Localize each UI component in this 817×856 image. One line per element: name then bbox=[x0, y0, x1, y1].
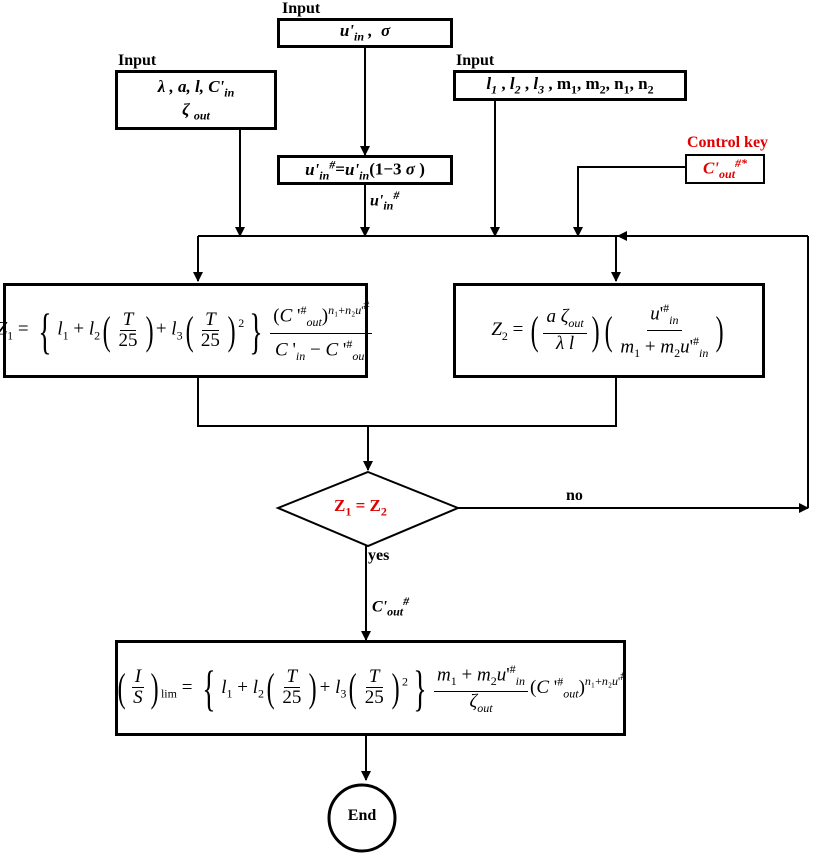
left-input-label: Input bbox=[118, 52, 157, 69]
yes-output-label: C'out# bbox=[372, 594, 410, 619]
decision-diamond bbox=[275, 470, 461, 548]
control-key-box: C'out#* bbox=[685, 154, 765, 184]
yes-label: yes bbox=[368, 547, 390, 564]
end-label: End bbox=[347, 807, 377, 824]
top-input-label: Input bbox=[282, 0, 321, 17]
z1-equation-box: Z1 = {l1 + l2(T25)+ l3(T25)2}(C '#out)n₁… bbox=[0, 283, 373, 378]
transform-box: u'in#=u'in(1−3 σ ) bbox=[277, 155, 453, 185]
no-label: no bbox=[566, 487, 583, 504]
decision-text: Z1 = Z2 bbox=[334, 496, 387, 519]
right-input-box: l1 , l2 , l3 , m1, m2, n1, n2 bbox=[453, 70, 687, 101]
end-terminator bbox=[327, 783, 397, 853]
control-key-label: Control key bbox=[687, 134, 769, 151]
top-input-box: u'in , σ bbox=[277, 18, 453, 48]
right-input-label: Input bbox=[456, 52, 495, 69]
transform-output-label: u'in# bbox=[370, 188, 400, 213]
left-input-box: λ , a, l, C'in ζ out bbox=[115, 70, 277, 130]
